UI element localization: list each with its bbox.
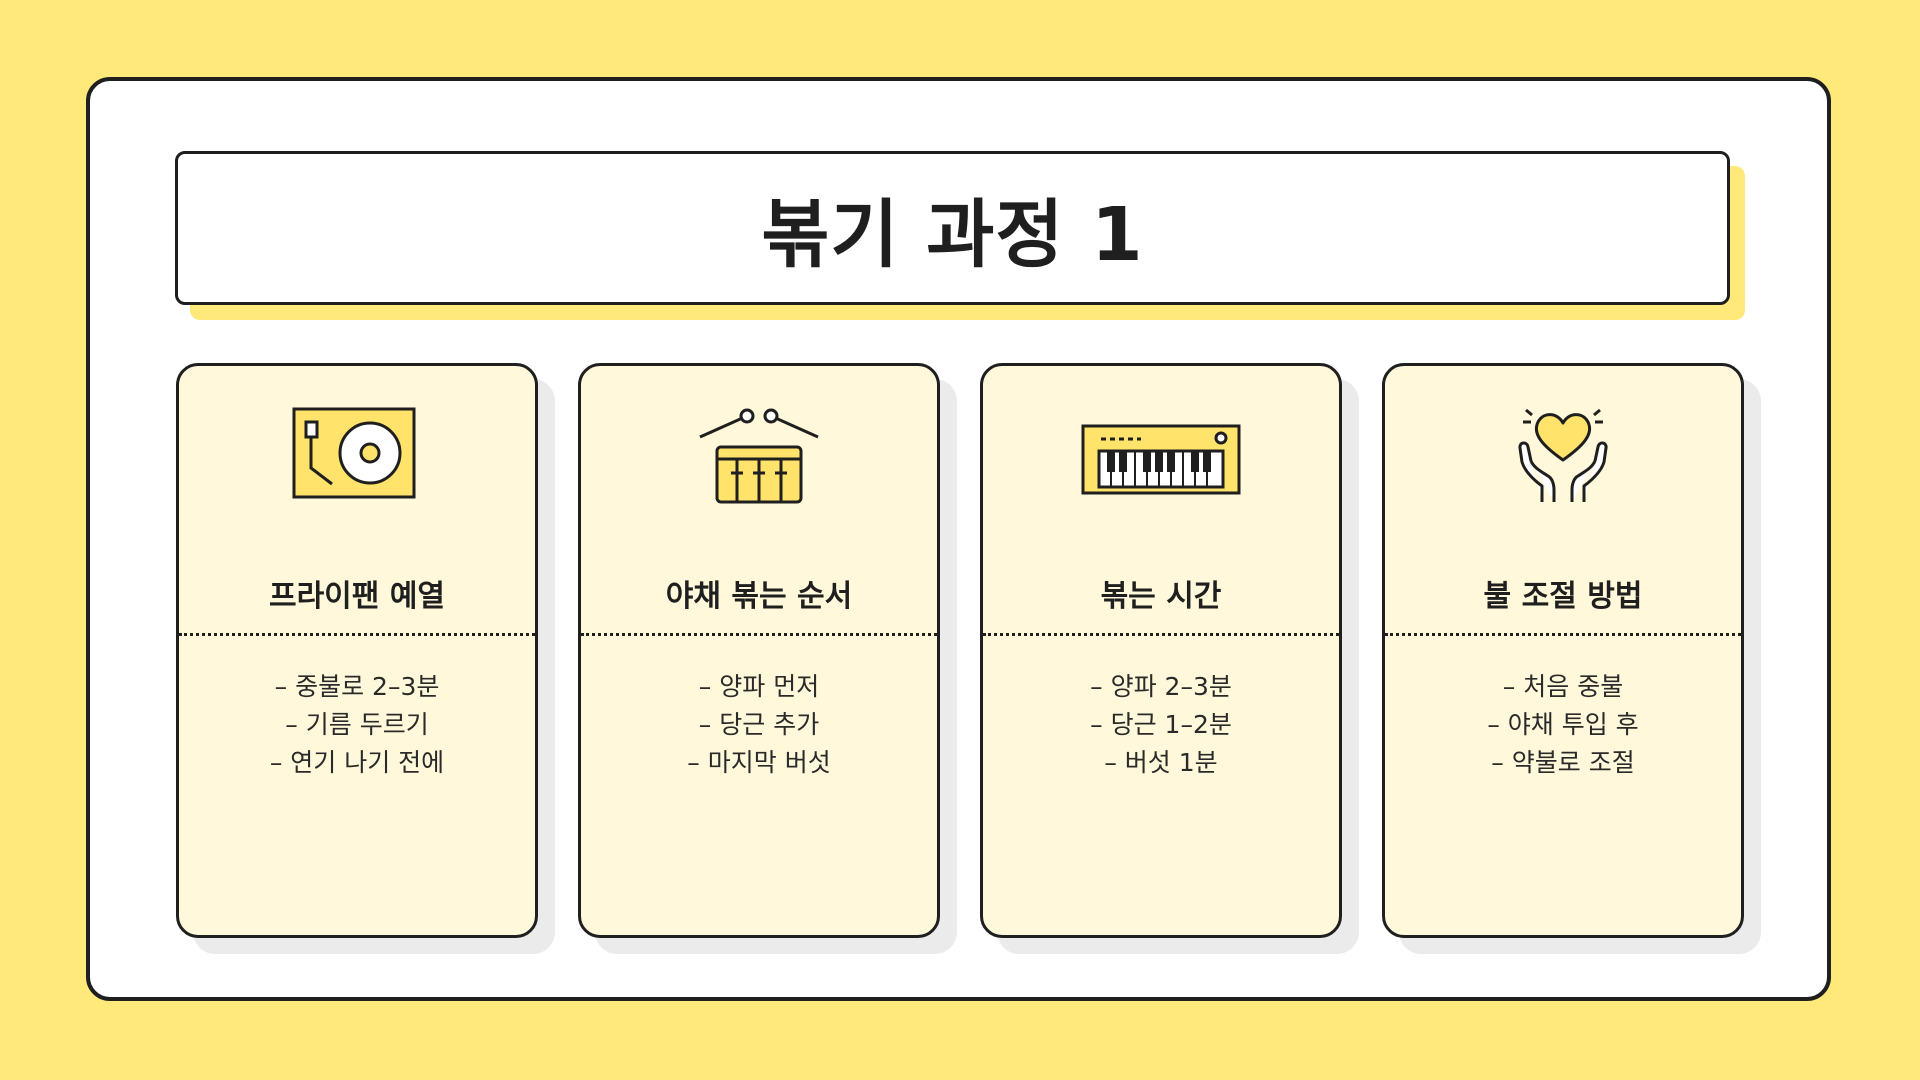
card-title: 프라이팬 예열 [268,579,446,614]
heart-hands-icon [1518,408,1608,502]
dotted-divider [179,633,535,636]
drum-icon [699,408,819,504]
card-title: 야채 볶는 순서 [665,579,853,614]
keyboard-icon [1081,424,1241,495]
card-list: – 양파 2–3분 – 당근 1–2분 – 버섯 1분 [983,668,1339,782]
dotted-divider [581,633,937,636]
title-box: 볶기 과정 1 [175,151,1730,305]
card-list: – 양파 먼저 – 당근 추가 – 마지막 버섯 [581,668,937,782]
list-item: – 기름 두르기 [285,710,429,739]
list-item: – 중불로 2–3분 [274,672,440,701]
list-item: – 양파 2–3분 [1090,672,1232,701]
dotted-divider [1385,633,1741,636]
list-item: – 당근 1–2분 [1090,710,1232,739]
card-list: – 처음 중불 – 야채 투입 후 – 약불로 조절 [1385,668,1741,782]
list-item: – 처음 중불 [1502,672,1624,701]
list-item: – 연기 나기 전에 [269,748,445,777]
card-preheat: 프라이팬 예열 – 중불로 2–3분 – 기름 두르기 – 연기 나기 전에 [176,363,538,938]
list-item: – 당근 추가 [698,710,820,739]
turntable-icon [292,407,416,499]
card-list: – 중불로 2–3분 – 기름 두르기 – 연기 나기 전에 [179,668,535,782]
list-item: – 버섯 1분 [1104,748,1218,777]
card-order: 야채 볶는 순서 – 양파 먼저 – 당근 추가 – 마지막 버섯 [578,363,940,938]
card-title: 볶는 시간 [1100,579,1222,614]
list-item: – 약불로 조절 [1491,748,1635,777]
list-item: – 마지막 버섯 [687,748,831,777]
card-time: 볶는 시간 – 양파 2–3분 – 당근 1–2분 – 버섯 1분 [980,363,1342,938]
page-title: 볶기 과정 1 [761,191,1144,278]
list-item: – 양파 먼저 [698,672,820,701]
card-title: 불 조절 방법 [1483,579,1643,614]
list-item: – 야채 투입 후 [1487,710,1639,739]
dotted-divider [983,633,1339,636]
card-heat: 불 조절 방법 – 처음 중불 – 야채 투입 후 – 약불로 조절 [1382,363,1744,938]
